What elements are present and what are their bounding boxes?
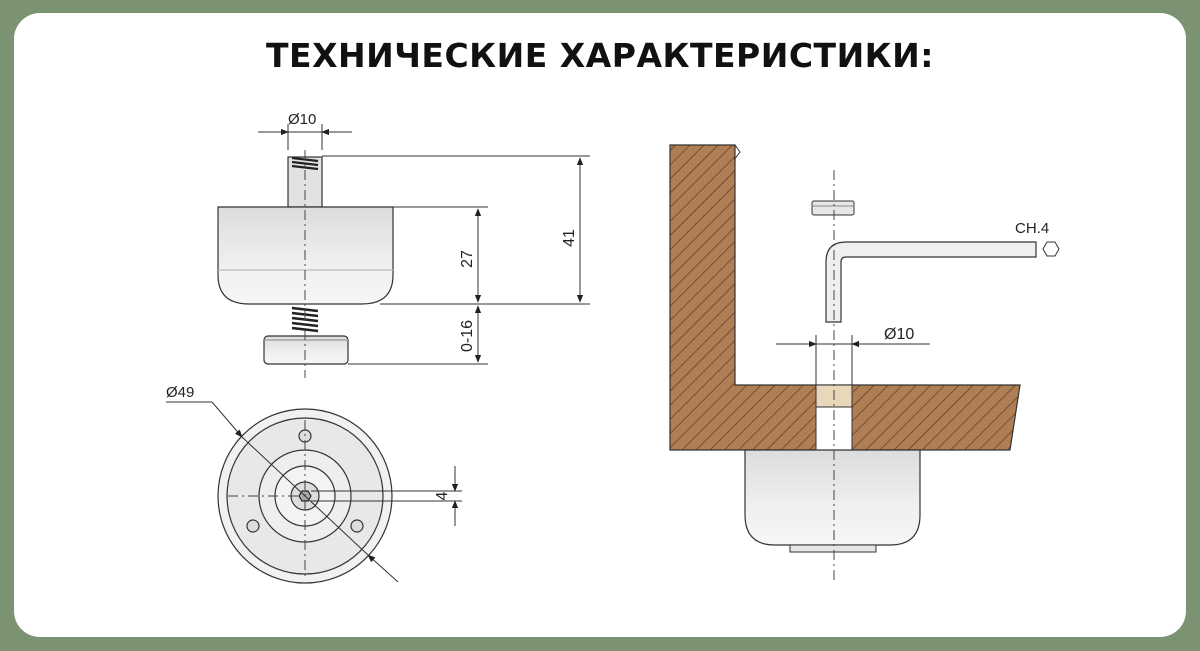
hex-size-label: 4 [434, 491, 451, 500]
page-title: ТЕХНИЧЕСКИЕ ХАРАКТЕРИСТИКИ: [266, 36, 934, 75]
side-view-dimensions [258, 124, 590, 365]
hole-diameter-label: Ø10 [884, 326, 914, 343]
adjust-range-label: 0-16 [459, 320, 476, 352]
side-view [217, 150, 394, 378]
installation-view [669, 144, 1060, 580]
installation-dimensions [776, 335, 930, 385]
base-diameter-label: Ø49 [166, 384, 194, 401]
wrench-size-label: CH.4 [1015, 220, 1049, 237]
top-view-dimensions [166, 401, 462, 583]
total-height-label: 41 [561, 229, 578, 247]
content-card [14, 13, 1186, 637]
stem-diameter-label: Ø10 [288, 111, 316, 128]
body-height-label: 27 [459, 250, 476, 268]
